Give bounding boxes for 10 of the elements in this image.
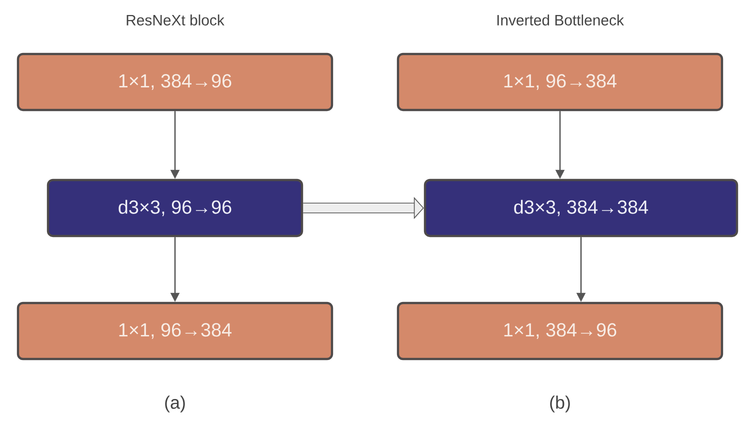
conv-box: 1×1, 96→384	[396, 52, 724, 112]
subfigure-label: (b)	[550, 396, 570, 412]
conv-box: 1×1, 384→96	[16, 52, 334, 112]
subfigure-label: (a)	[165, 396, 185, 412]
column-title: Inverted Bottleneck	[497, 14, 624, 26]
column-title: ResNeXt block	[126, 14, 224, 26]
conv-box: 1×1, 384→96	[396, 302, 724, 360]
depthwise-conv-box: d3×3, 96→96	[46, 178, 304, 238]
conv-box: 1×1, 96→384	[16, 302, 334, 360]
depthwise-conv-box: d3×3, 384→384	[424, 178, 738, 238]
